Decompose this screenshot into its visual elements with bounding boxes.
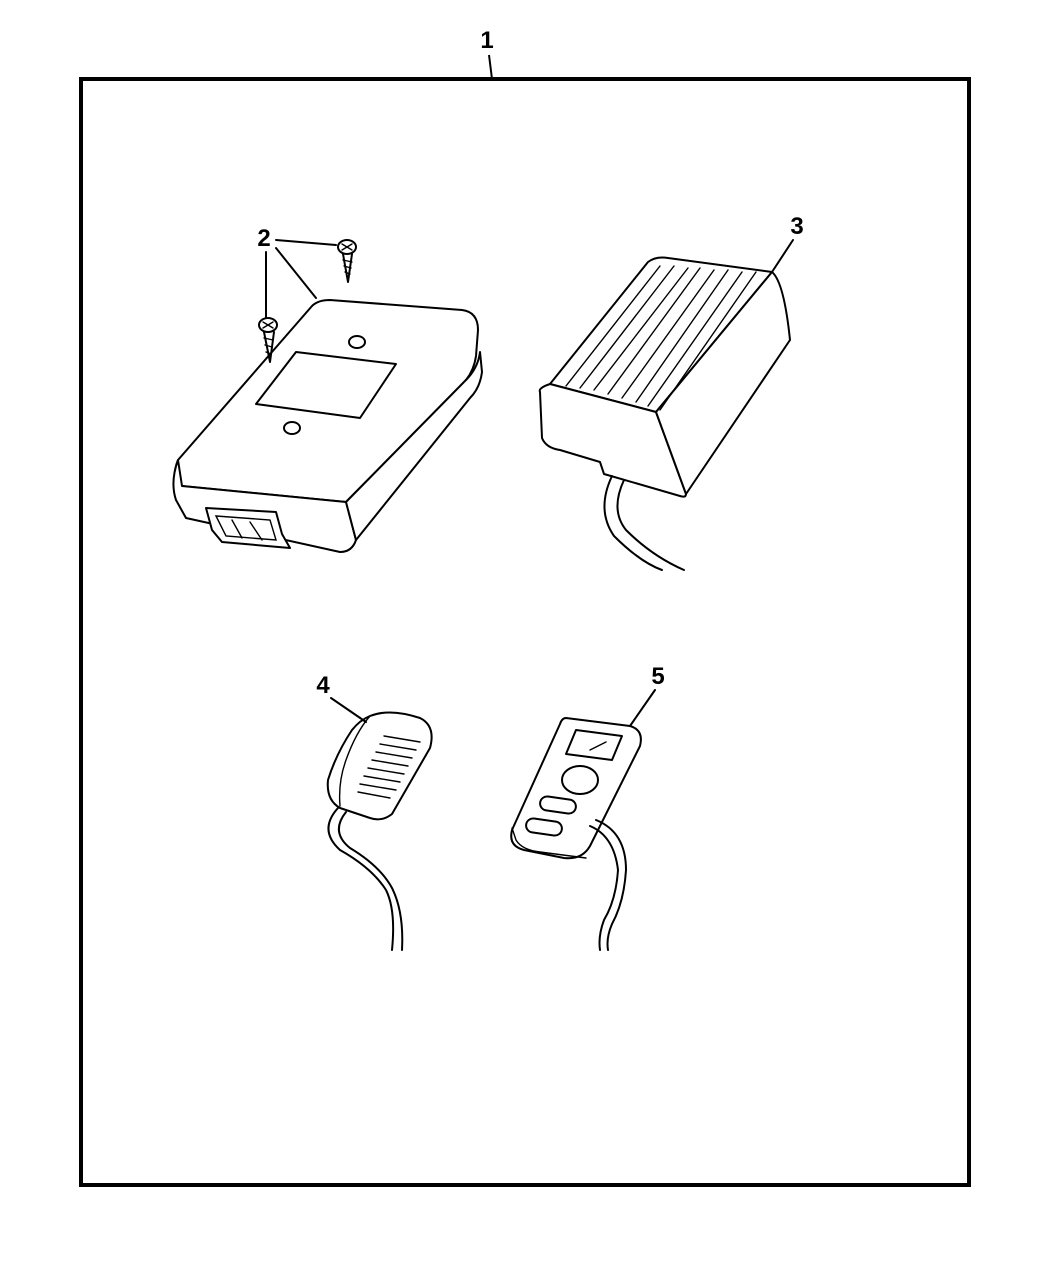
callout-4: 4 [316, 672, 330, 699]
remote-control [510, 717, 642, 951]
callout-5: 5 [651, 663, 664, 690]
kit-frame [79, 77, 971, 1187]
screw-bottom [258, 317, 278, 363]
callout-2: 2 [257, 225, 270, 252]
leader-4 [330, 697, 367, 723]
screw-top [337, 239, 357, 283]
leader-2 [265, 239, 337, 319]
leader-3 [771, 239, 794, 273]
callout-1: 1 [480, 27, 493, 54]
control-module [172, 299, 483, 553]
leader-5 [629, 689, 656, 727]
microphone [326, 711, 433, 951]
power-supply [538, 256, 791, 571]
callout-3: 3 [790, 213, 803, 240]
leader-1 [488, 54, 493, 80]
